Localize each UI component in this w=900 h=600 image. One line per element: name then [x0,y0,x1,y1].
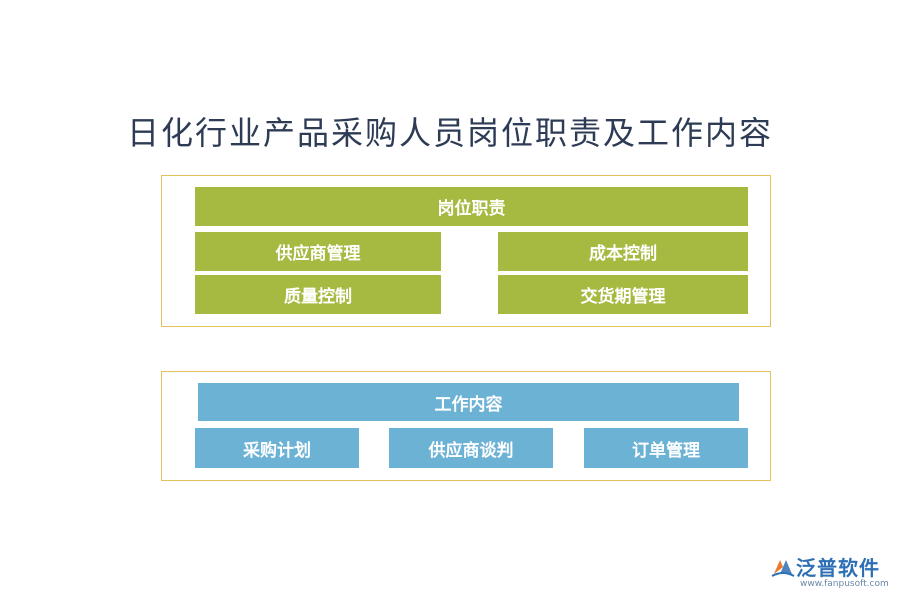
responsibility-quality-control: 质量控制 [195,275,441,314]
responsibility-delivery-management: 交货期管理 [498,275,748,314]
page-title: 日化行业产品采购人员岗位职责及工作内容 [126,114,773,152]
logo-name: 泛普软件 [796,556,880,580]
responsibility-cost-control: 成本控制 [498,232,748,271]
responsibilities-panel: 岗位职责 供应商管理 成本控制 质量控制 交货期管理 [161,175,771,327]
logo-mark-icon [771,560,795,577]
work-content-panel: 工作内容 采购计划 供应商谈判 订单管理 [161,371,771,481]
work-item-supplier-negotiation: 供应商谈判 [389,428,553,468]
work-item-purchase-plan: 采购计划 [195,428,359,468]
responsibility-supplier-management: 供应商管理 [195,232,441,271]
work-content-header: 工作内容 [198,383,739,421]
work-item-order-management: 订单管理 [584,428,748,468]
brand-logo: 泛普软件 www.fanpusoft.com [770,552,895,596]
responsibilities-header: 岗位职责 [195,187,748,226]
logo-url: www.fanpusoft.com [800,579,889,589]
